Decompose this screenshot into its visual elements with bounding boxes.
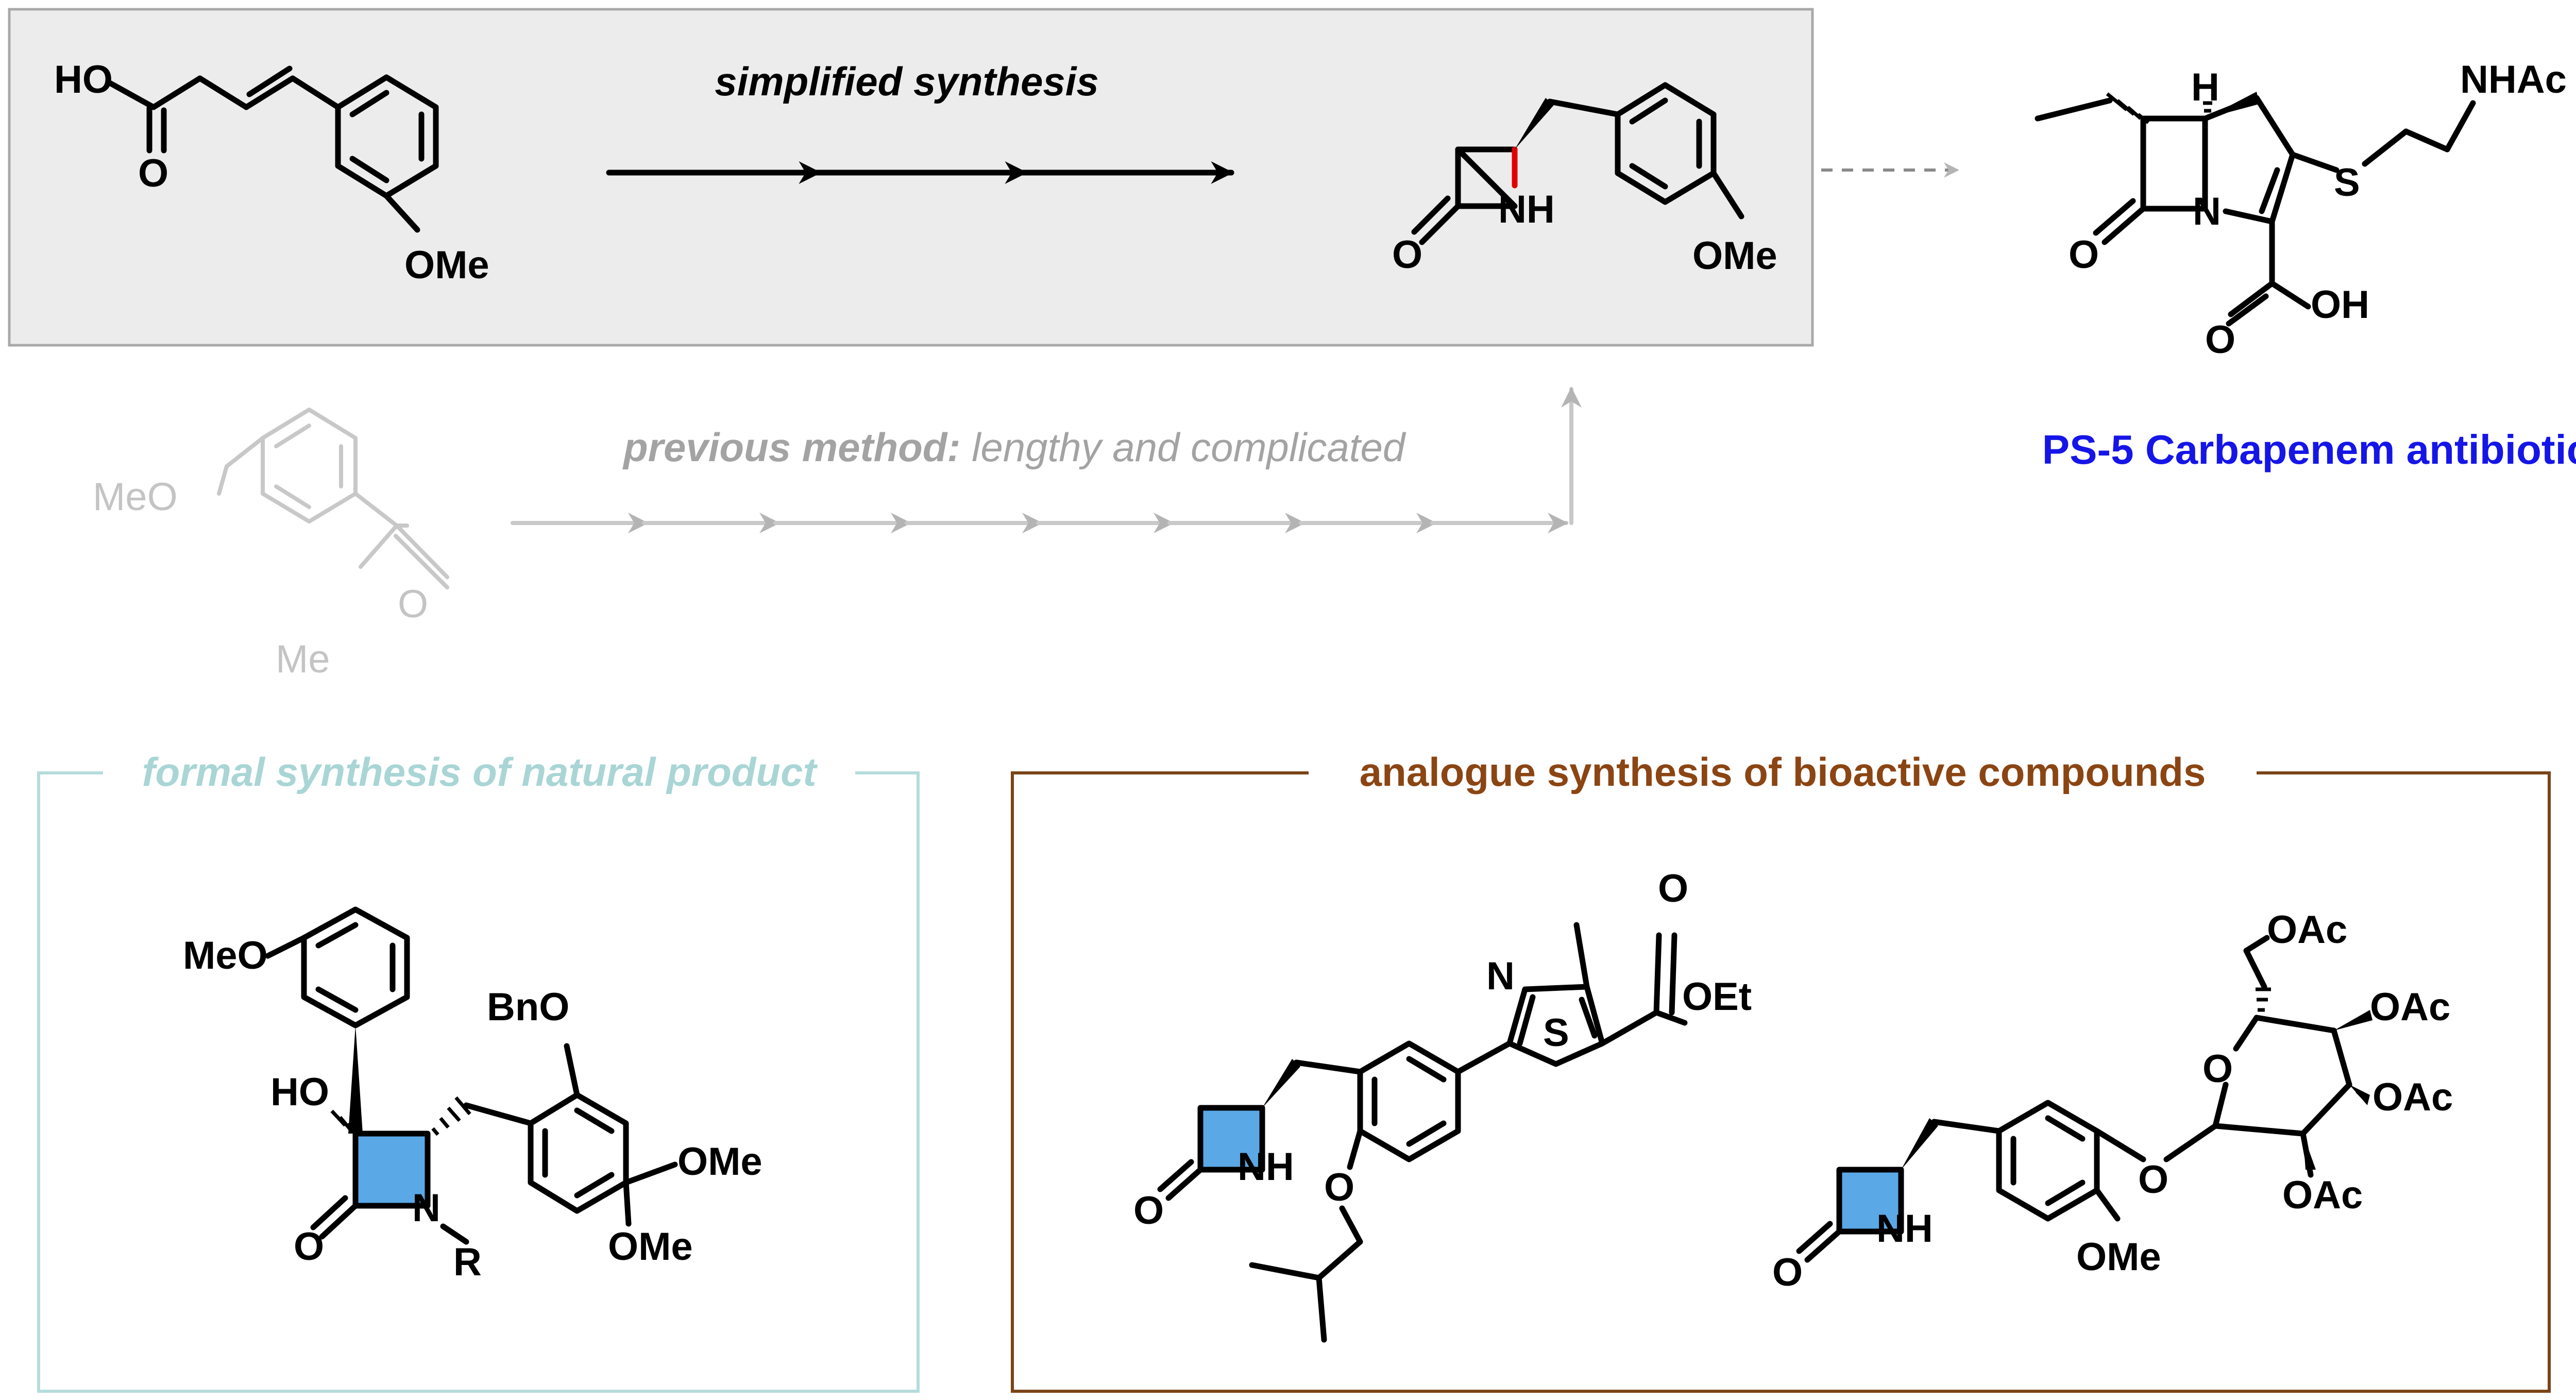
beta-lactam-square	[352, 1131, 431, 1209]
target-name: PS-5 Carbapenem antibiotic	[2042, 427, 2576, 473]
atom-meo: MeO	[183, 934, 268, 977]
atom-ome: OMe	[404, 243, 489, 287]
atom-o: O	[138, 151, 168, 195]
atom-ester-oet: OEt	[1682, 975, 1752, 1019]
analogue-compound-2: O NH OMe O O	[1772, 908, 2453, 1294]
atom-thiazole-n: N	[1486, 954, 1515, 998]
atom-nh: NH	[1238, 1145, 1294, 1189]
target-ps5: H N O S NHAc O OH	[2035, 58, 2567, 362]
atom-meo: MeO	[93, 475, 178, 519]
atom-ring-o: O	[2202, 1047, 2233, 1091]
atom-acid-oh: OH	[2311, 283, 2369, 327]
panel-formal-title: formal synthesis of natural product	[142, 749, 818, 795]
atom-oac-4: OAc	[2282, 1173, 2363, 1217]
atom-ho: HO	[270, 1070, 329, 1114]
previous-method-label: previous method: lengthy and complicated	[622, 425, 1406, 470]
atom-bno: BnO	[487, 985, 569, 1029]
simplified-synthesis-label: simplified synthesis	[715, 59, 1099, 104]
atom-n: N	[2193, 190, 2221, 233]
atom-o: O	[398, 582, 428, 626]
atom-o: O	[1392, 233, 1422, 277]
previous-starting-material: MeO O Me	[93, 408, 449, 681]
panel-analogue-synthesis: analogue synthesis of bioactive compound…	[1011, 749, 2551, 1393]
atom-o: O	[294, 1225, 324, 1269]
atom-ho: HO	[54, 58, 113, 102]
atom-oac-1: OAc	[2267, 908, 2347, 952]
atom-ether-o: O	[1324, 1166, 1354, 1209]
panel-formal-synthesis: formal synthesis of natural product MeO …	[37, 749, 920, 1393]
product-beta-lactam: O NH OMe	[1392, 82, 1777, 278]
atom-glycosidic-o: O	[2138, 1158, 2168, 1202]
atom-lactam-o: O	[2069, 233, 2099, 277]
atom-ome-bottom: OMe	[608, 1225, 693, 1269]
atom-n: N	[412, 1186, 440, 1230]
atom-o: O	[1133, 1189, 1164, 1233]
atom-nh: NH	[1876, 1207, 1933, 1251]
beta-lactam-square	[1836, 1167, 1904, 1235]
analogue-compound-1: O NH O N S	[1133, 867, 1752, 1343]
atom-oac-3: OAc	[2372, 1075, 2453, 1119]
atom-ome: OMe	[1692, 234, 1777, 278]
hashed-bond	[2106, 92, 2150, 124]
atom-o: O	[1772, 1251, 1803, 1294]
atom-ester-o: O	[1658, 867, 1688, 910]
atom-s: S	[2334, 161, 2360, 205]
starting-material-acid: HO O OMe	[54, 58, 489, 287]
atom-thiazole-s: S	[1543, 1011, 1569, 1055]
atom-r: R	[453, 1240, 482, 1284]
atom-me: Me	[276, 637, 330, 681]
beta-lactam-square	[1197, 1105, 1265, 1173]
atom-nh: NH	[1498, 188, 1555, 231]
previous-route-arrows	[511, 387, 1582, 533]
atom-ome-right: OMe	[677, 1140, 762, 1184]
atom-acid-o: O	[2205, 318, 2235, 362]
panel-analogue-title: analogue synthesis of bioactive compound…	[1360, 749, 2206, 795]
atom-oac-2: OAc	[2370, 985, 2450, 1029]
atom-nhac: NHAc	[2460, 58, 2567, 102]
atom-ome: OMe	[2076, 1235, 2161, 1279]
